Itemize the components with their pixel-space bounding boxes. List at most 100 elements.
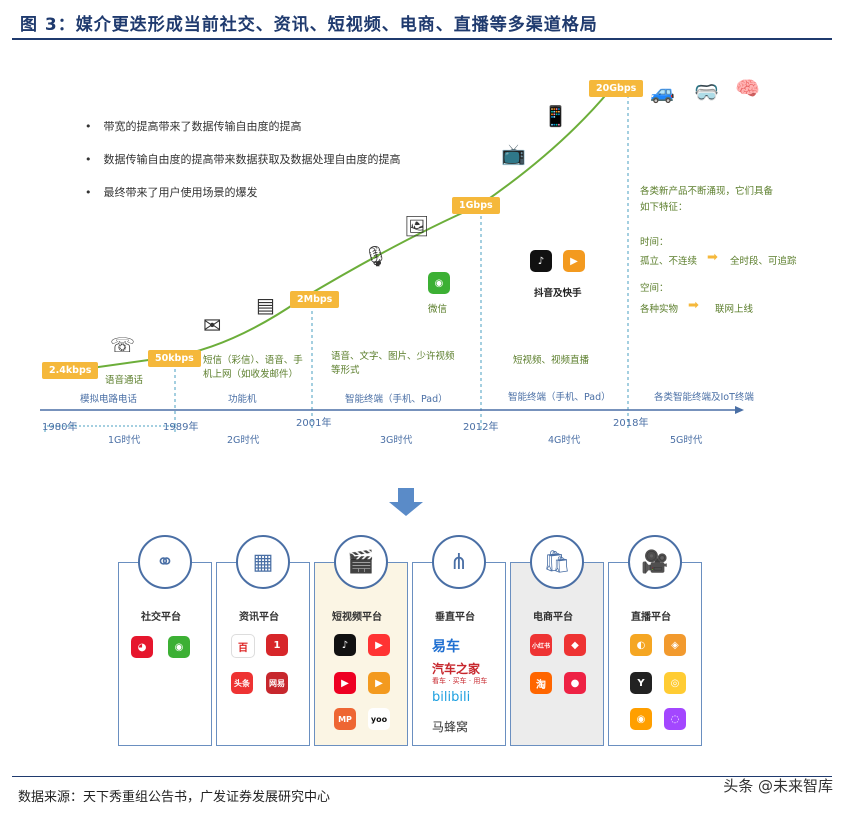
taobao-icon: 淘 — [530, 672, 552, 694]
down-arrow-icon — [389, 488, 423, 516]
wechat-icon: ◉ — [428, 272, 450, 294]
ai-icon: 🧠 — [735, 76, 760, 100]
clapperboard-icon: 🎬 — [334, 535, 388, 589]
g5-space-label: 空间： — [640, 283, 669, 294]
g2-feature: 短信（彩信）、语音、手机上网（如收发邮件） — [203, 355, 303, 380]
phone-icon: ☏ — [110, 333, 136, 357]
arrow-right-icon: ➡ — [688, 298, 699, 313]
mic-icon: 🎙 — [363, 244, 389, 268]
kuaishou-icon: ▶ — [563, 250, 585, 272]
speed-badge: 2.4kbps — [42, 362, 99, 379]
bullet-item: 带宽的提高带来了数据传输自由度的提高 — [85, 118, 401, 134]
yoo-icon: yoo — [368, 708, 390, 730]
vr-icon: 🥽 — [694, 80, 719, 104]
g1-feature: 语音通话 — [105, 375, 144, 386]
platform-label-live: 直播平台 — [631, 612, 671, 623]
speed-badge: 2Mbps — [290, 291, 340, 308]
douyin-icon: ♪ — [530, 250, 552, 272]
social-network-icon: ⚭ — [138, 535, 192, 589]
douyu-icon: ◉ — [630, 708, 652, 730]
g5-space-to: 联网上线 — [715, 304, 754, 315]
platform-box-live — [608, 562, 702, 746]
terminal-label: 功能机 — [228, 394, 257, 405]
terminal-label: 智能终端（手机、Pad） — [345, 394, 448, 405]
g5-time-to: 全时段、可追踪 — [730, 256, 797, 267]
toutiao-icon: 头条 — [231, 672, 253, 694]
huya-icon: ◐ — [630, 634, 652, 656]
meipai-icon: MP — [334, 708, 356, 730]
douyin-icon: ♪ — [334, 634, 356, 656]
yiche-logo: 易车 — [432, 639, 460, 655]
platform-box-ecommerce — [510, 562, 604, 746]
autohome-slogan: 看车 · 买车 · 用车 — [432, 677, 488, 685]
car-icon: 🚙 — [650, 80, 675, 104]
hierarchy-icon: ⋔ — [432, 535, 486, 589]
speed-badge: 20Gbps — [589, 80, 644, 97]
year-label: 2018年 — [613, 418, 649, 429]
g5-time-label: 时间： — [640, 237, 669, 248]
platform-label-vertical: 垂直平台 — [435, 612, 475, 623]
g5-time-from: 孤立、不连续 — [640, 256, 698, 267]
g5-intro: 各类新产品不断涌现，它们具备如下特征： — [640, 186, 774, 213]
wechat-icon: ◉ — [168, 636, 190, 658]
speed-badge: 1Gbps — [452, 197, 500, 214]
era-label: 1G时代 — [108, 435, 141, 446]
axis-arrow-icon — [735, 406, 744, 414]
netease-icon: 网易 — [266, 672, 288, 694]
image-icon: 🖼 — [404, 214, 430, 238]
year-label: 2001年 — [296, 418, 332, 429]
era-label: 5G时代 — [670, 435, 703, 446]
live-app-icon: ◌ — [664, 708, 686, 730]
yy-icon: Y — [630, 672, 652, 694]
platform-label-ecommerce: 电商平台 — [533, 612, 573, 623]
platform-label-social: 社交平台 — [141, 612, 181, 623]
platform-label-news: 资讯平台 — [239, 612, 279, 623]
title-rule — [12, 38, 832, 40]
shopping-app-icon: ◆ — [564, 634, 586, 656]
era-label: 4G时代 — [548, 435, 581, 446]
video-app-icon: ▶ — [334, 672, 356, 694]
video-app-icon: ▶ — [368, 634, 390, 656]
bullet-item: 最终带来了用户使用场景的爆发 — [85, 184, 401, 200]
bullet-item: 数据传输自由度的提高带来数据获取及数据处理自由度的提高 — [85, 151, 401, 167]
wechat-label: 微信 — [428, 304, 448, 315]
kuaishou-icon: ▶ — [368, 672, 390, 694]
figure-title: 图 3：媒介更迭形成当前社交、资讯、短视频、电商、直播等多渠道格局 — [20, 15, 598, 35]
bullet-list: 带宽的提高带来了数据传输自由度的提高 数据传输自由度的提高带来数据获取及数据处理… — [85, 118, 401, 217]
source-note: 数据来源：天下秀重组公告书，广发证券发展研究中心 — [18, 790, 331, 805]
year-label: 2012年 — [463, 422, 499, 433]
platform-label-shortvideo: 短视频平台 — [332, 612, 382, 623]
footer-rule — [12, 776, 832, 777]
live-app-icon: ◎ — [664, 672, 686, 694]
g4-feature: 短视频、视频直播 — [513, 355, 590, 366]
douyin-kuaishou-label: 抖音及快手 — [534, 288, 582, 299]
speed-badge: 50kbps — [148, 350, 201, 367]
mafengwo-logo: 马蜂窝 — [432, 720, 469, 734]
g5-space-from: 各种实物 — [640, 304, 679, 315]
year-label: 1989年 — [163, 422, 199, 433]
baidu-icon: 百 — [231, 634, 255, 658]
watermark: 头条 @未来智库 — [723, 777, 833, 795]
era-label: 2G时代 — [227, 435, 260, 446]
ecommerce-app-icon: ● — [564, 672, 586, 694]
mobile-icon: 📱 — [543, 104, 568, 128]
arrow-right-icon: ➡ — [707, 250, 718, 265]
shopping-bag-icon: 🛍 — [530, 535, 584, 589]
tv-icon: 📺 — [501, 142, 526, 166]
bilibili-logo: bilibili — [432, 690, 471, 705]
era-label: 3G时代 — [380, 435, 413, 446]
year-label: 1980年 — [42, 422, 78, 433]
terminal-label: 各类智能终端及IoT终端 — [654, 392, 754, 403]
news-icon: ▦ — [236, 535, 290, 589]
xiaohongshu-icon: 小红书 — [530, 634, 552, 656]
autohome-logo: 汽车之家 — [432, 662, 481, 676]
terminal-label: 智能终端（手机、Pad） — [508, 392, 611, 403]
video-camera-icon: 🎥 — [628, 535, 682, 589]
news-app-icon: 1 — [266, 634, 288, 656]
platform-box-shortvideo — [314, 562, 408, 746]
terminal-label: 模拟电路电话 — [80, 394, 138, 405]
growth-curve — [69, 89, 611, 372]
live-app-icon: ◈ — [664, 634, 686, 656]
weibo-icon: ◕ — [131, 636, 153, 658]
